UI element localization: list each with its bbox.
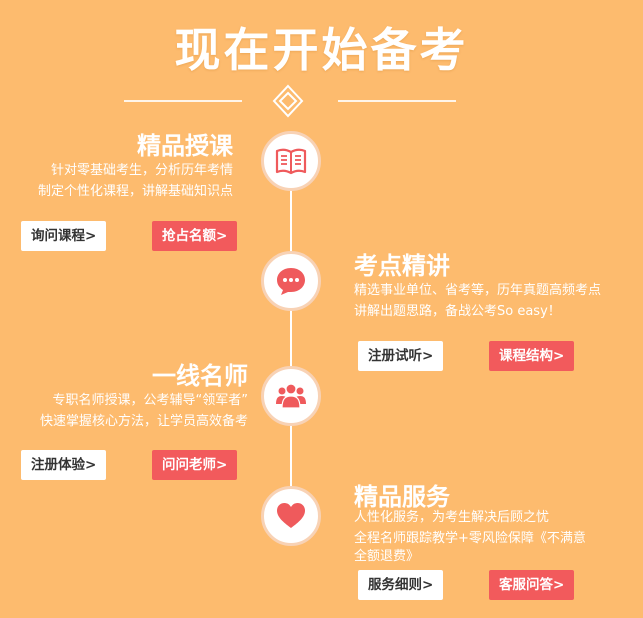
page-title: 现在开始备考 <box>174 23 469 77</box>
section-title-teachers: 一线名师 <box>152 362 248 390</box>
section-desc-teachers-1: 专职名师授课，公考辅导“领军者” <box>52 393 248 408</box>
timeline-line <box>290 186 292 521</box>
customer-service-button[interactable]: 客服问答> <box>489 570 575 600</box>
register-trial-button[interactable]: 注册试听> <box>358 341 444 371</box>
heart-icon <box>277 503 305 528</box>
book-circle <box>261 131 321 191</box>
chat-bubble-icon <box>277 268 305 295</box>
register-experience-button[interactable]: 注册体验> <box>21 450 107 480</box>
service-rules-button[interactable]: 服务细则> <box>358 570 444 600</box>
section-desc-keypoints-1: 精选事业单位、省考等，历年真题高频考点 <box>354 283 602 298</box>
course-structure-button[interactable]: 课程结构> <box>489 341 575 371</box>
section-desc-teaching-1: 针对零基础考生，分析历年考情 <box>50 163 233 178</box>
ask-course-button[interactable]: 询问课程> <box>21 221 107 251</box>
section-title-keypoints: 考点精讲 <box>354 252 450 280</box>
section-title-service: 精品服务 <box>354 483 450 511</box>
section-desc-teachers-2: 快速掌握核心方法，让学员高效备考 <box>39 414 248 429</box>
ask-teacher-button[interactable]: 问问老师> <box>152 450 238 480</box>
header-divider-left <box>124 100 242 102</box>
section-desc-service-3: 全额退费》 <box>354 549 420 564</box>
section-desc-keypoints-2: 讲解出题思路，备战公考So easy！ <box>354 304 561 319</box>
section-desc-teaching-2: 制定个性化课程，讲解基础知识点 <box>37 184 233 199</box>
section-title-teaching: 精品授课 <box>137 132 233 160</box>
section-desc-service-1: 人性化服务，为考生解决后顾之忧 <box>354 510 550 525</box>
section-desc-service-2: 全程名师跟踪教学+零风险保障《不满意 <box>354 531 586 546</box>
book-icon <box>275 148 307 175</box>
grab-seat-button[interactable]: 抢占名额> <box>152 221 238 251</box>
chat-circle <box>261 251 321 311</box>
team-circle <box>261 366 321 426</box>
header-divider-right <box>338 100 456 102</box>
heart-circle <box>261 486 321 546</box>
team-icon <box>276 383 306 409</box>
diamond-icon <box>272 84 304 118</box>
